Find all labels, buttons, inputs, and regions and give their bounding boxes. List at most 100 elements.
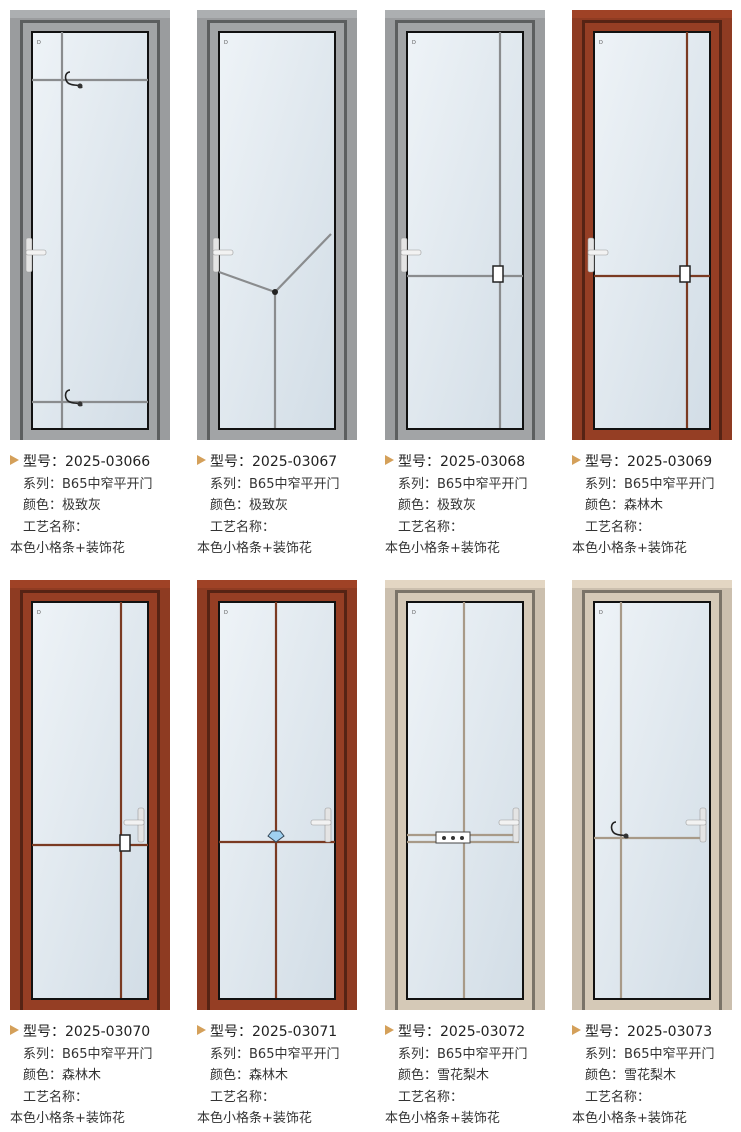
door-handle-icon — [587, 237, 609, 273]
series-value: B65中窄平开门 — [624, 1046, 715, 1062]
craft-value: 本色小格条+装饰花 — [10, 1111, 125, 1126]
series-line: 系列：B65中窄平开门 — [10, 1044, 190, 1066]
door-image: D — [572, 10, 732, 440]
model-line: 型号：2025-03070 — [10, 1022, 190, 1044]
series-value: B65中窄平开门 — [62, 1046, 153, 1062]
craft-label: 工艺名称： — [585, 519, 651, 535]
color-value: 森林木 — [249, 1068, 289, 1083]
triangle-bullet-icon — [385, 455, 394, 465]
color-value: 森林木 — [624, 498, 664, 513]
series-label: 系列： — [398, 1046, 438, 1062]
model-number: 2025-03066 — [65, 454, 151, 470]
product-caption: 型号：2025-03070 系列：B65中窄平开门 颜色：森林木 工艺名称： 本… — [10, 1022, 190, 1130]
model-number: 2025-03071 — [252, 1024, 338, 1040]
triangle-bullet-icon — [197, 455, 206, 465]
series-label: 系列： — [210, 1046, 250, 1062]
svg-text:D: D — [37, 40, 41, 46]
door-handle-icon — [25, 237, 47, 273]
color-value: 极致灰 — [437, 498, 477, 513]
craft-label: 工艺名称： — [398, 519, 464, 535]
series-line: 系列：B65中窄平开门 — [197, 474, 377, 496]
series-value: B65中窄平开门 — [249, 476, 340, 492]
craft-value: 本色小格条+装饰花 — [385, 1111, 500, 1126]
triangle-bullet-icon — [572, 455, 581, 465]
craft-label: 工艺名称： — [210, 519, 276, 535]
color-label: 颜色： — [398, 498, 438, 513]
model-label: 型号： — [398, 1024, 440, 1040]
door-image: D — [197, 10, 357, 440]
triangle-bullet-icon — [10, 455, 19, 465]
model-label: 型号： — [210, 454, 252, 470]
series-line: 系列：B65中窄平开门 — [572, 1044, 741, 1066]
door-handle-icon — [498, 807, 520, 843]
craft-value: 本色小格条+装饰花 — [197, 1111, 312, 1126]
door-handle-icon — [685, 807, 707, 843]
model-label: 型号： — [585, 454, 627, 470]
series-value: B65中窄平开门 — [437, 1046, 528, 1062]
craft-label: 工艺名称： — [23, 519, 89, 535]
product-caption: 型号：2025-03067 系列：B65中窄平开门 颜色：极致灰 工艺名称： 本… — [197, 452, 377, 560]
model-number: 2025-03068 — [440, 454, 526, 470]
door-image: D — [197, 580, 357, 1010]
color-label: 颜色： — [210, 1068, 250, 1083]
color-value: 极致灰 — [62, 498, 102, 513]
model-label: 型号： — [585, 1024, 627, 1040]
model-label: 型号： — [398, 454, 440, 470]
color-value: 森林木 — [62, 1068, 102, 1083]
series-line: 系列：B65中窄平开门 — [385, 1044, 565, 1066]
series-label: 系列： — [23, 1046, 63, 1062]
lock-icon — [679, 265, 691, 283]
color-value: 雪花梨木 — [437, 1068, 490, 1083]
model-line: 型号：2025-03067 — [197, 452, 377, 474]
craft-value: 本色小格条+装饰花 — [572, 541, 687, 556]
series-label: 系列： — [210, 476, 250, 492]
series-line: 系列：B65中窄平开门 — [572, 474, 741, 496]
craft-value: 本色小格条+装饰花 — [572, 1111, 687, 1126]
lock-icon — [492, 265, 504, 283]
series-value: B65中窄平开门 — [624, 476, 715, 492]
door-handle-icon — [212, 237, 234, 273]
product-caption: 型号：2025-03071 系列：B65中窄平开门 颜色：森林木 工艺名称： 本… — [197, 1022, 377, 1130]
color-label: 颜色： — [585, 1068, 625, 1083]
product-caption: 型号：2025-03072 系列：B65中窄平开门 颜色：雪花梨木 工艺名称： … — [385, 1022, 565, 1130]
series-value: B65中窄平开门 — [437, 476, 528, 492]
svg-text:D: D — [224, 40, 228, 46]
craft-value: 本色小格条+装饰花 — [385, 541, 500, 556]
svg-text:D: D — [599, 40, 603, 46]
product-caption: 型号：2025-03073 系列：B65中窄平开门 颜色：雪花梨木 工艺名称： … — [572, 1022, 741, 1130]
door-image: D — [572, 580, 732, 1010]
model-line: 型号：2025-03069 — [572, 452, 741, 474]
color-label: 颜色： — [23, 1068, 63, 1083]
series-line: 系列：B65中窄平开门 — [197, 1044, 377, 1066]
color-label: 颜色： — [23, 498, 63, 513]
triangle-bullet-icon — [385, 1025, 394, 1035]
door-image: D — [10, 580, 170, 1010]
craft-label: 工艺名称： — [210, 1089, 276, 1105]
svg-text:D: D — [599, 610, 603, 616]
craft-value: 本色小格条+装饰花 — [10, 541, 125, 556]
color-value: 雪花梨木 — [624, 1068, 677, 1083]
series-label: 系列： — [398, 476, 438, 492]
glass-bar — [274, 233, 332, 293]
decorative-flower-icon — [267, 830, 285, 843]
lock-icon — [119, 834, 131, 852]
model-number: 2025-03073 — [627, 1024, 713, 1040]
glass-bar — [218, 270, 276, 294]
model-line: 型号：2025-03072 — [385, 1022, 565, 1044]
series-line: 系列：B65中窄平开门 — [10, 474, 190, 496]
craft-value: 本色小格条+装饰花 — [197, 541, 312, 556]
model-line: 型号：2025-03068 — [385, 452, 565, 474]
svg-text:D: D — [37, 610, 41, 616]
door-image: D — [385, 580, 545, 1010]
triangle-bullet-icon — [572, 1025, 581, 1035]
model-line: 型号：2025-03071 — [197, 1022, 377, 1044]
color-line: 颜色：森林木 — [10, 1065, 190, 1087]
model-number: 2025-03069 — [627, 454, 713, 470]
door-image: D — [10, 10, 170, 440]
series-line: 系列：B65中窄平开门 — [385, 474, 565, 496]
craft-label: 工艺名称： — [398, 1089, 464, 1105]
door-handle-icon — [123, 807, 145, 843]
color-line: 颜色：森林木 — [572, 495, 741, 517]
color-label: 颜色： — [210, 498, 250, 513]
model-number: 2025-03070 — [65, 1024, 151, 1040]
